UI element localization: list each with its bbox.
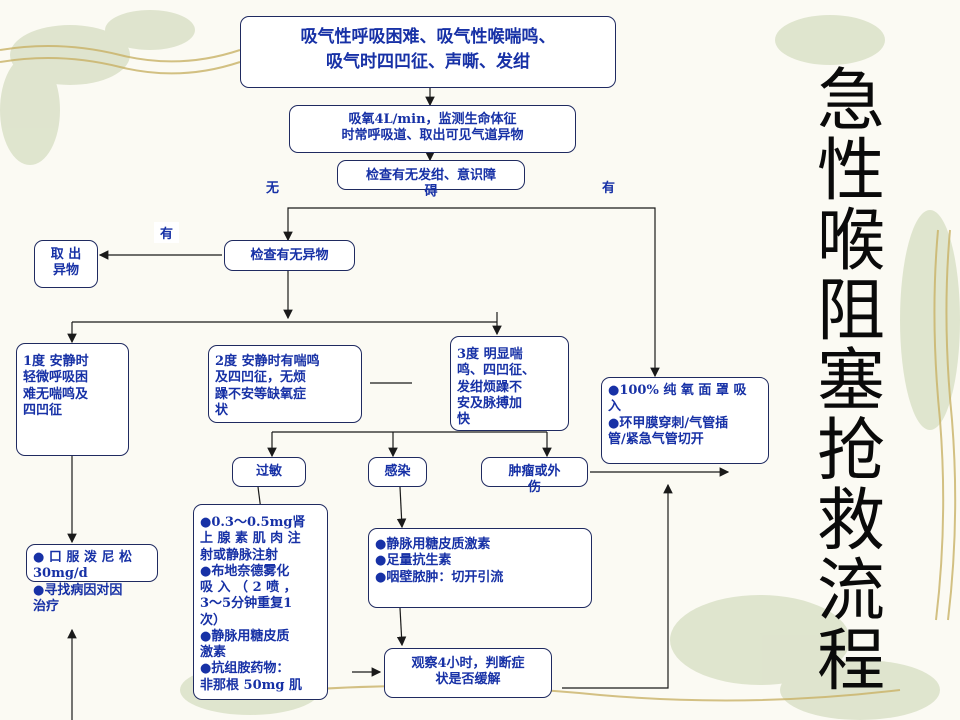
degree1-line-1: 1度 安静时	[23, 354, 89, 369]
observe-line-1: 观察4小时，判断症	[411, 656, 525, 671]
degree1-line-2: 轻微呼吸困	[23, 370, 89, 386]
prednisone-line-2: 30mg/d	[33, 566, 88, 582]
tumor-line-2: 伤	[527, 480, 541, 496]
label-no: 无	[266, 181, 280, 196]
infection-line-1: 感染	[384, 464, 411, 479]
title-char: 阻	[816, 272, 885, 351]
degree2-line-3: 躁不安等缺氧症	[215, 386, 307, 402]
check-cyanosis-line-2: 碍	[424, 184, 438, 200]
title-char: 性	[816, 132, 885, 211]
degree3-line-1: 3度 明显喘	[457, 347, 523, 362]
label-yes-left: 有	[154, 222, 180, 243]
title-char: 程	[816, 622, 885, 701]
allergy-treat-line-8: ●静脉用糖皮质	[200, 628, 290, 644]
prednisone-box: ● 口 服 泼 尼 松 30mg/d ●寻找病因对因 治疗	[26, 544, 158, 614]
symptoms-box: 吸气性呼吸困难、吸气性喉喘鸣、 吸气时四凹征、声嘶、发绀	[240, 16, 616, 88]
check-cyanosis-box: 检查有无发绀、意识障 碍	[337, 160, 525, 199]
allergy-treat-line-11: 非那根 50mg 肌	[200, 677, 302, 693]
emergency-line-3: ●环甲膜穿刺/气管插	[608, 415, 729, 431]
infection-treat-line-1: ●静脉用糖皮质激素	[375, 537, 491, 552]
observe-box: 观察4小时，判断症 状是否缓解	[384, 648, 552, 698]
infection-box: 感染	[368, 457, 427, 487]
tumor-line-1: 肿瘤或外	[508, 464, 561, 479]
oxygen-box: 吸氧4L/min，监测生命体征 时常呼吸道、取出可见气道异物	[289, 105, 576, 153]
tumor-box: 肿瘤或外 伤	[481, 457, 588, 495]
degree3-line-4: 安及脉搏加	[457, 395, 523, 411]
title-char: 流	[816, 552, 885, 631]
degree3-line-5: 快	[457, 412, 471, 427]
prednisone-line-1: ● 口 服 泼 尼 松	[33, 550, 132, 565]
oxygen-line-1: 吸氧4L/min，监测生命体征	[348, 112, 517, 127]
degree1-box: 1度 安静时 轻微呼吸困 难无喘鸣及 四凹征	[16, 343, 129, 456]
allergy-treat-line-1: ●0.3～0.5mg肾	[200, 515, 306, 530]
symptoms-line-2: 吸气时四凹征、声嘶、发绀	[326, 51, 530, 72]
emergency-line-4: 管/紧急气管切开	[608, 431, 704, 447]
infection-treatment-box: ●静脉用糖皮质激素 ●足量抗生素 ●咽壁脓肿：切开引流	[368, 528, 592, 608]
allergy-treat-line-5: 吸 入 （ 2 喷 ，	[200, 580, 297, 595]
degree2-box: 2度 安静时有喘鸣 及四凹征，无烦 躁不安等缺氧症 状	[208, 345, 362, 423]
label-yes-right: 有	[602, 181, 616, 196]
check-foreign-line-1: 检查有无异物	[250, 248, 329, 263]
remove-foreign-line-2: 异物	[52, 263, 79, 279]
allergy-treat-line-2: 上 腺 素 肌 肉 注	[200, 531, 301, 547]
emergency-line-1: ●100% 纯 氧 面 罩 吸	[608, 383, 747, 398]
allergy-treat-line-9: 激素	[200, 645, 227, 660]
prednisone-line-3: ●寻找病因对因	[33, 582, 123, 598]
arrow-infection-observe	[396, 607, 407, 647]
prednisone-line-4: 治疗	[33, 598, 60, 614]
degree3-line-3: 发绀烦躁不	[457, 379, 523, 395]
degree3-box: 3度 明显喘 鸣、四凹征、 发绀烦躁不 安及脉搏加 快	[450, 336, 569, 431]
title-char: 塞	[816, 342, 885, 421]
title-char: 急	[816, 62, 885, 141]
infection-treat-line-2: ●足量抗生素	[375, 553, 452, 569]
allergy-treat-line-7: 次）	[200, 612, 227, 628]
title-char: 救	[816, 482, 885, 561]
remove-foreign-line-1: 取 出	[50, 247, 82, 262]
arrow-observe-emergency	[562, 483, 673, 689]
arrow-yes-emergency	[412, 207, 660, 378]
emergency-line-2: 入	[608, 399, 622, 415]
emergency-box: ●100% 纯 氧 面 罩 吸 入 ●环甲膜穿刺/气管插 管/紧急气管切开	[601, 377, 769, 464]
infection-treat-line-3: ●咽壁脓肿：切开引流	[375, 569, 504, 585]
arrow-no-check-foreign	[283, 207, 412, 242]
remove-foreign-box: 取 出 异物	[34, 240, 98, 288]
degree3-line-2: 鸣、四凹征、	[457, 363, 536, 379]
allergy-line-1: 过敏	[255, 464, 282, 479]
allergy-treat-line-3: 射或静脉注射	[200, 547, 279, 563]
check-cyanosis-line-1: 检查有无发绀、意识障	[365, 168, 496, 183]
degree2-line-2: 及四凹征，无烦	[215, 370, 307, 386]
allergy-treat-line-10: ●抗组胺药物：	[200, 661, 290, 677]
title-char: 喉	[816, 202, 885, 281]
check-foreign-box: 检查有无异物	[224, 240, 355, 271]
degree1-line-3: 难无喘鸣及	[23, 386, 89, 402]
oxygen-line-2: 时常呼吸道、取出可见气道异物	[341, 128, 524, 144]
title-char: 抢	[816, 412, 885, 491]
degree2-line-1: 2度 安静时有喘鸣	[215, 354, 320, 369]
arrow-infection-treat	[396, 486, 407, 529]
allergy-treat-line-4: ●布地奈德雾化	[200, 563, 290, 579]
degree2-line-4: 状	[215, 402, 229, 418]
symptoms-line-1: 吸气性呼吸困难、吸气性喉喘鸣、	[300, 27, 556, 47]
allergy-treatment-box: ●0.3～0.5mg肾 上 腺 素 肌 肉 注 射或静脉注射 ●布地奈德雾化 吸…	[193, 504, 328, 700]
allergy-box: 过敏	[232, 457, 306, 487]
observe-line-2: 状是否缓解	[435, 672, 501, 688]
allergy-treat-line-6: 3～5分钟重复1	[200, 596, 293, 612]
degree1-line-4: 四凹征	[23, 402, 63, 418]
